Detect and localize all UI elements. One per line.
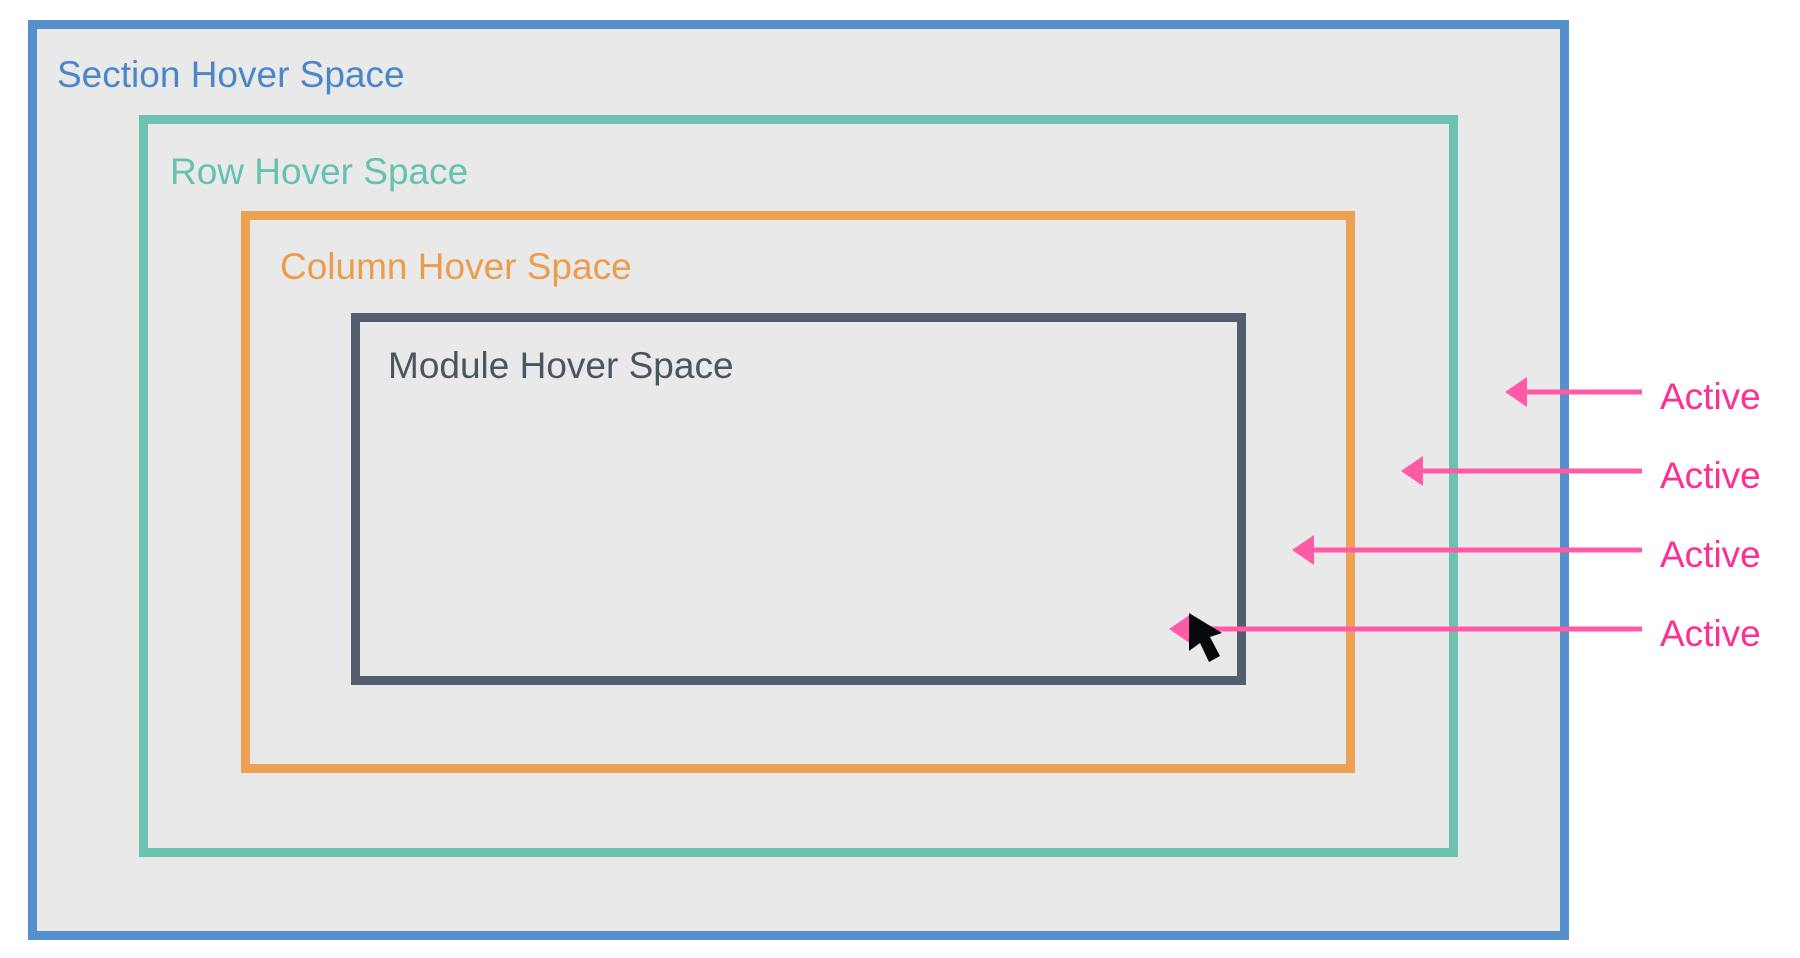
active-label-section: Active bbox=[1660, 376, 1761, 417]
active-label-column: Active bbox=[1660, 534, 1761, 575]
module-hover-space bbox=[351, 313, 1246, 685]
module-label: Module Hover Space bbox=[388, 345, 734, 386]
section-label: Section Hover Space bbox=[57, 54, 405, 95]
active-label-row: Active bbox=[1660, 455, 1761, 496]
active-label-module: Active bbox=[1660, 613, 1761, 654]
arrow-section bbox=[1505, 377, 1642, 407]
column-label: Column Hover Space bbox=[280, 246, 632, 287]
arrow-column bbox=[1292, 535, 1642, 565]
arrow-row bbox=[1401, 456, 1642, 486]
arrow-module bbox=[1169, 614, 1642, 644]
mouse-pointer-icon bbox=[1189, 613, 1222, 662]
row-label: Row Hover Space bbox=[170, 151, 469, 192]
